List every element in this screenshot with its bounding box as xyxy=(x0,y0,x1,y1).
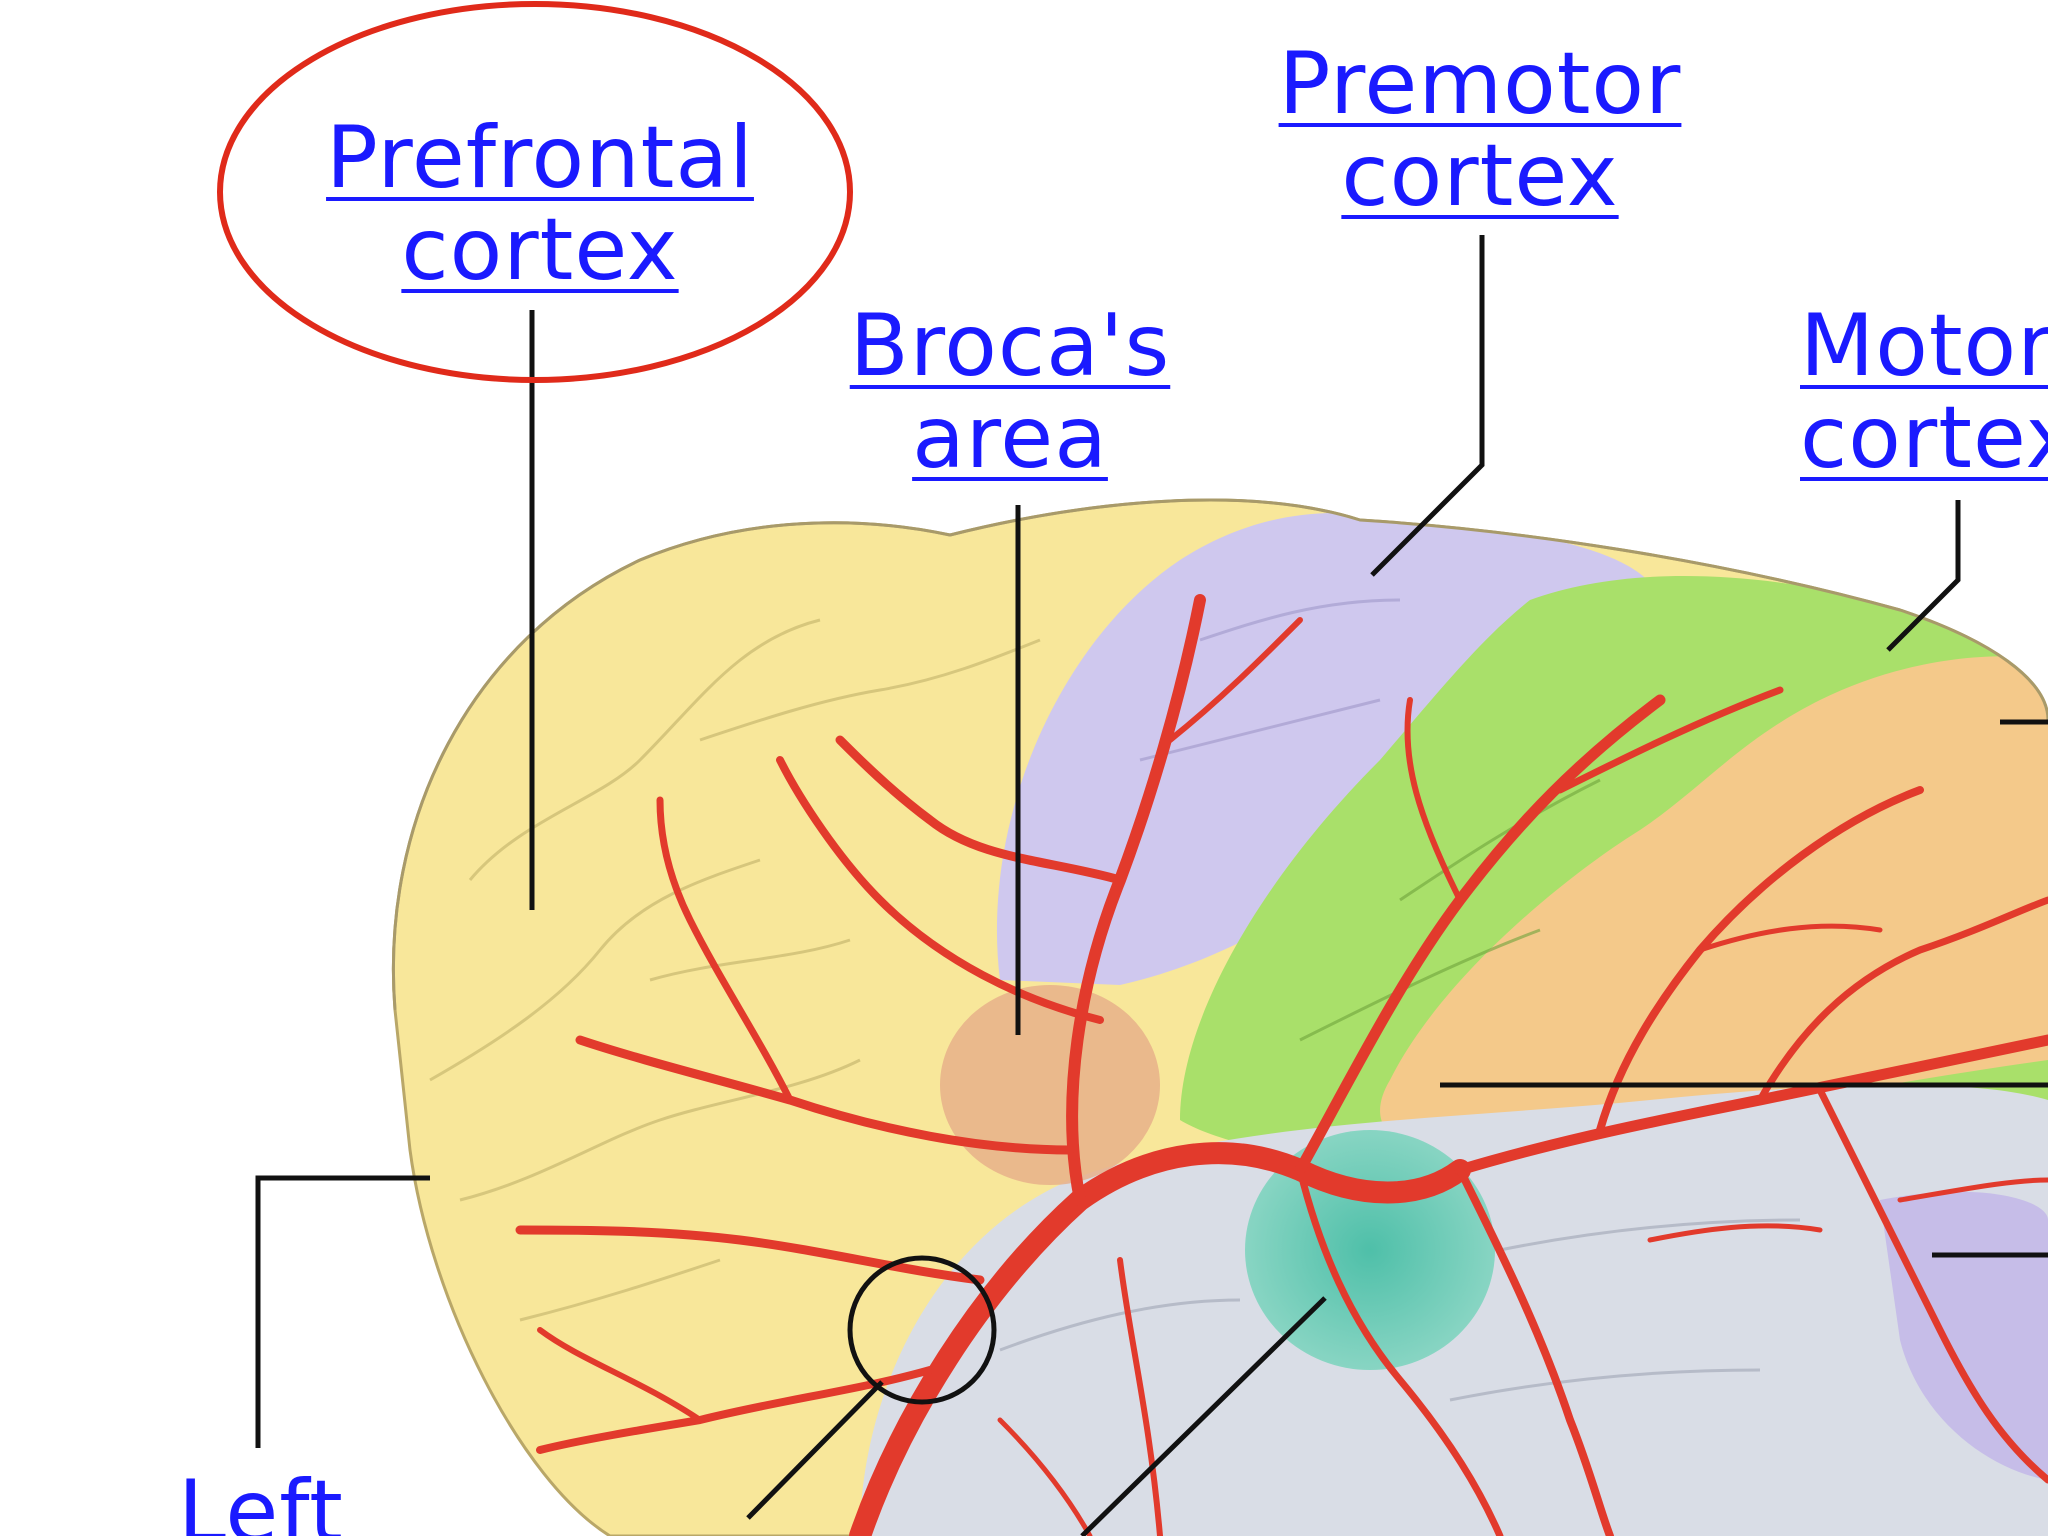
brocas-area-link[interactable]: Broca's area xyxy=(830,300,1190,484)
prefrontal-cortex-line2: cortex xyxy=(300,204,780,296)
left-label-line1: Left xyxy=(178,1466,378,1536)
prefrontal-cortex-line1: Prefrontal xyxy=(300,112,780,204)
motor-cortex-line1: Motor xyxy=(1800,300,2048,392)
motor-cortex-link[interactable]: Motor cortex xyxy=(1800,300,2048,484)
brocas-area-line2: area xyxy=(830,392,1190,484)
motor-cortex-line2: cortex xyxy=(1800,392,2048,484)
prefrontal-cortex-link[interactable]: Prefrontal cortex xyxy=(300,112,780,296)
left-label-link[interactable]: Left xyxy=(178,1466,378,1536)
brocas-area-line1: Broca's xyxy=(830,300,1190,392)
broca-region xyxy=(940,985,1160,1185)
left-leader-line xyxy=(258,1178,430,1448)
premotor-cortex-line1: Premotor xyxy=(1250,38,1710,130)
premotor-cortex-link[interactable]: Premotor cortex xyxy=(1250,38,1710,222)
premotor-cortex-line2: cortex xyxy=(1250,130,1710,222)
